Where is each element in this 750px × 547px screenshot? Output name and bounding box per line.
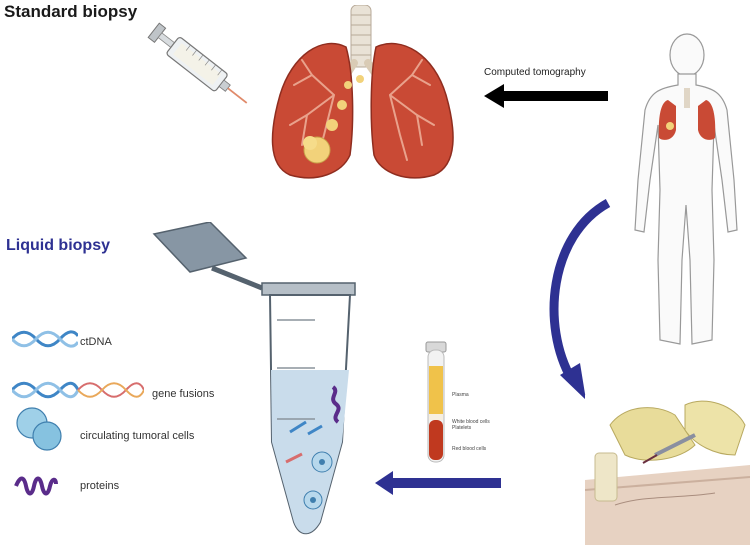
blue-arrow-left	[375, 471, 501, 495]
ct-arrow-label: Computed tomography	[484, 67, 586, 78]
curved-blue-arrow	[549, 199, 611, 400]
eppendorf-tube-illustration	[152, 222, 356, 535]
tube-label-rbc: Red blood cells	[452, 446, 487, 452]
protein-icon	[14, 476, 58, 496]
tube-label-wbc: White blood cells	[452, 419, 490, 425]
dna-helix-icon	[12, 330, 78, 348]
tube-label-platelets: Platelets	[452, 425, 472, 431]
tumor-cells-icon	[16, 407, 62, 451]
legend-label-ctdna: ctDNA	[80, 336, 112, 348]
standard-biopsy-title: Standard biopsy	[4, 2, 138, 21]
ct-arrow	[484, 84, 608, 108]
liquid-biopsy-title: Liquid biopsy	[6, 237, 110, 254]
legend-label-proteins: proteins	[80, 480, 120, 492]
human-body-illustration	[634, 33, 738, 345]
gene-fusion-icon	[12, 381, 144, 399]
legend-label-gene-fusions: gene fusions	[152, 388, 215, 400]
syringe-illustration	[147, 22, 248, 104]
blood-tube-illustration	[425, 341, 447, 463]
blood-draw-illustration	[585, 395, 750, 545]
legend-label-tumoral-cells: circulating tumoral cells	[80, 430, 195, 442]
tube-label-plasma: Plasma	[452, 392, 469, 398]
lungs-illustration	[271, 5, 454, 179]
